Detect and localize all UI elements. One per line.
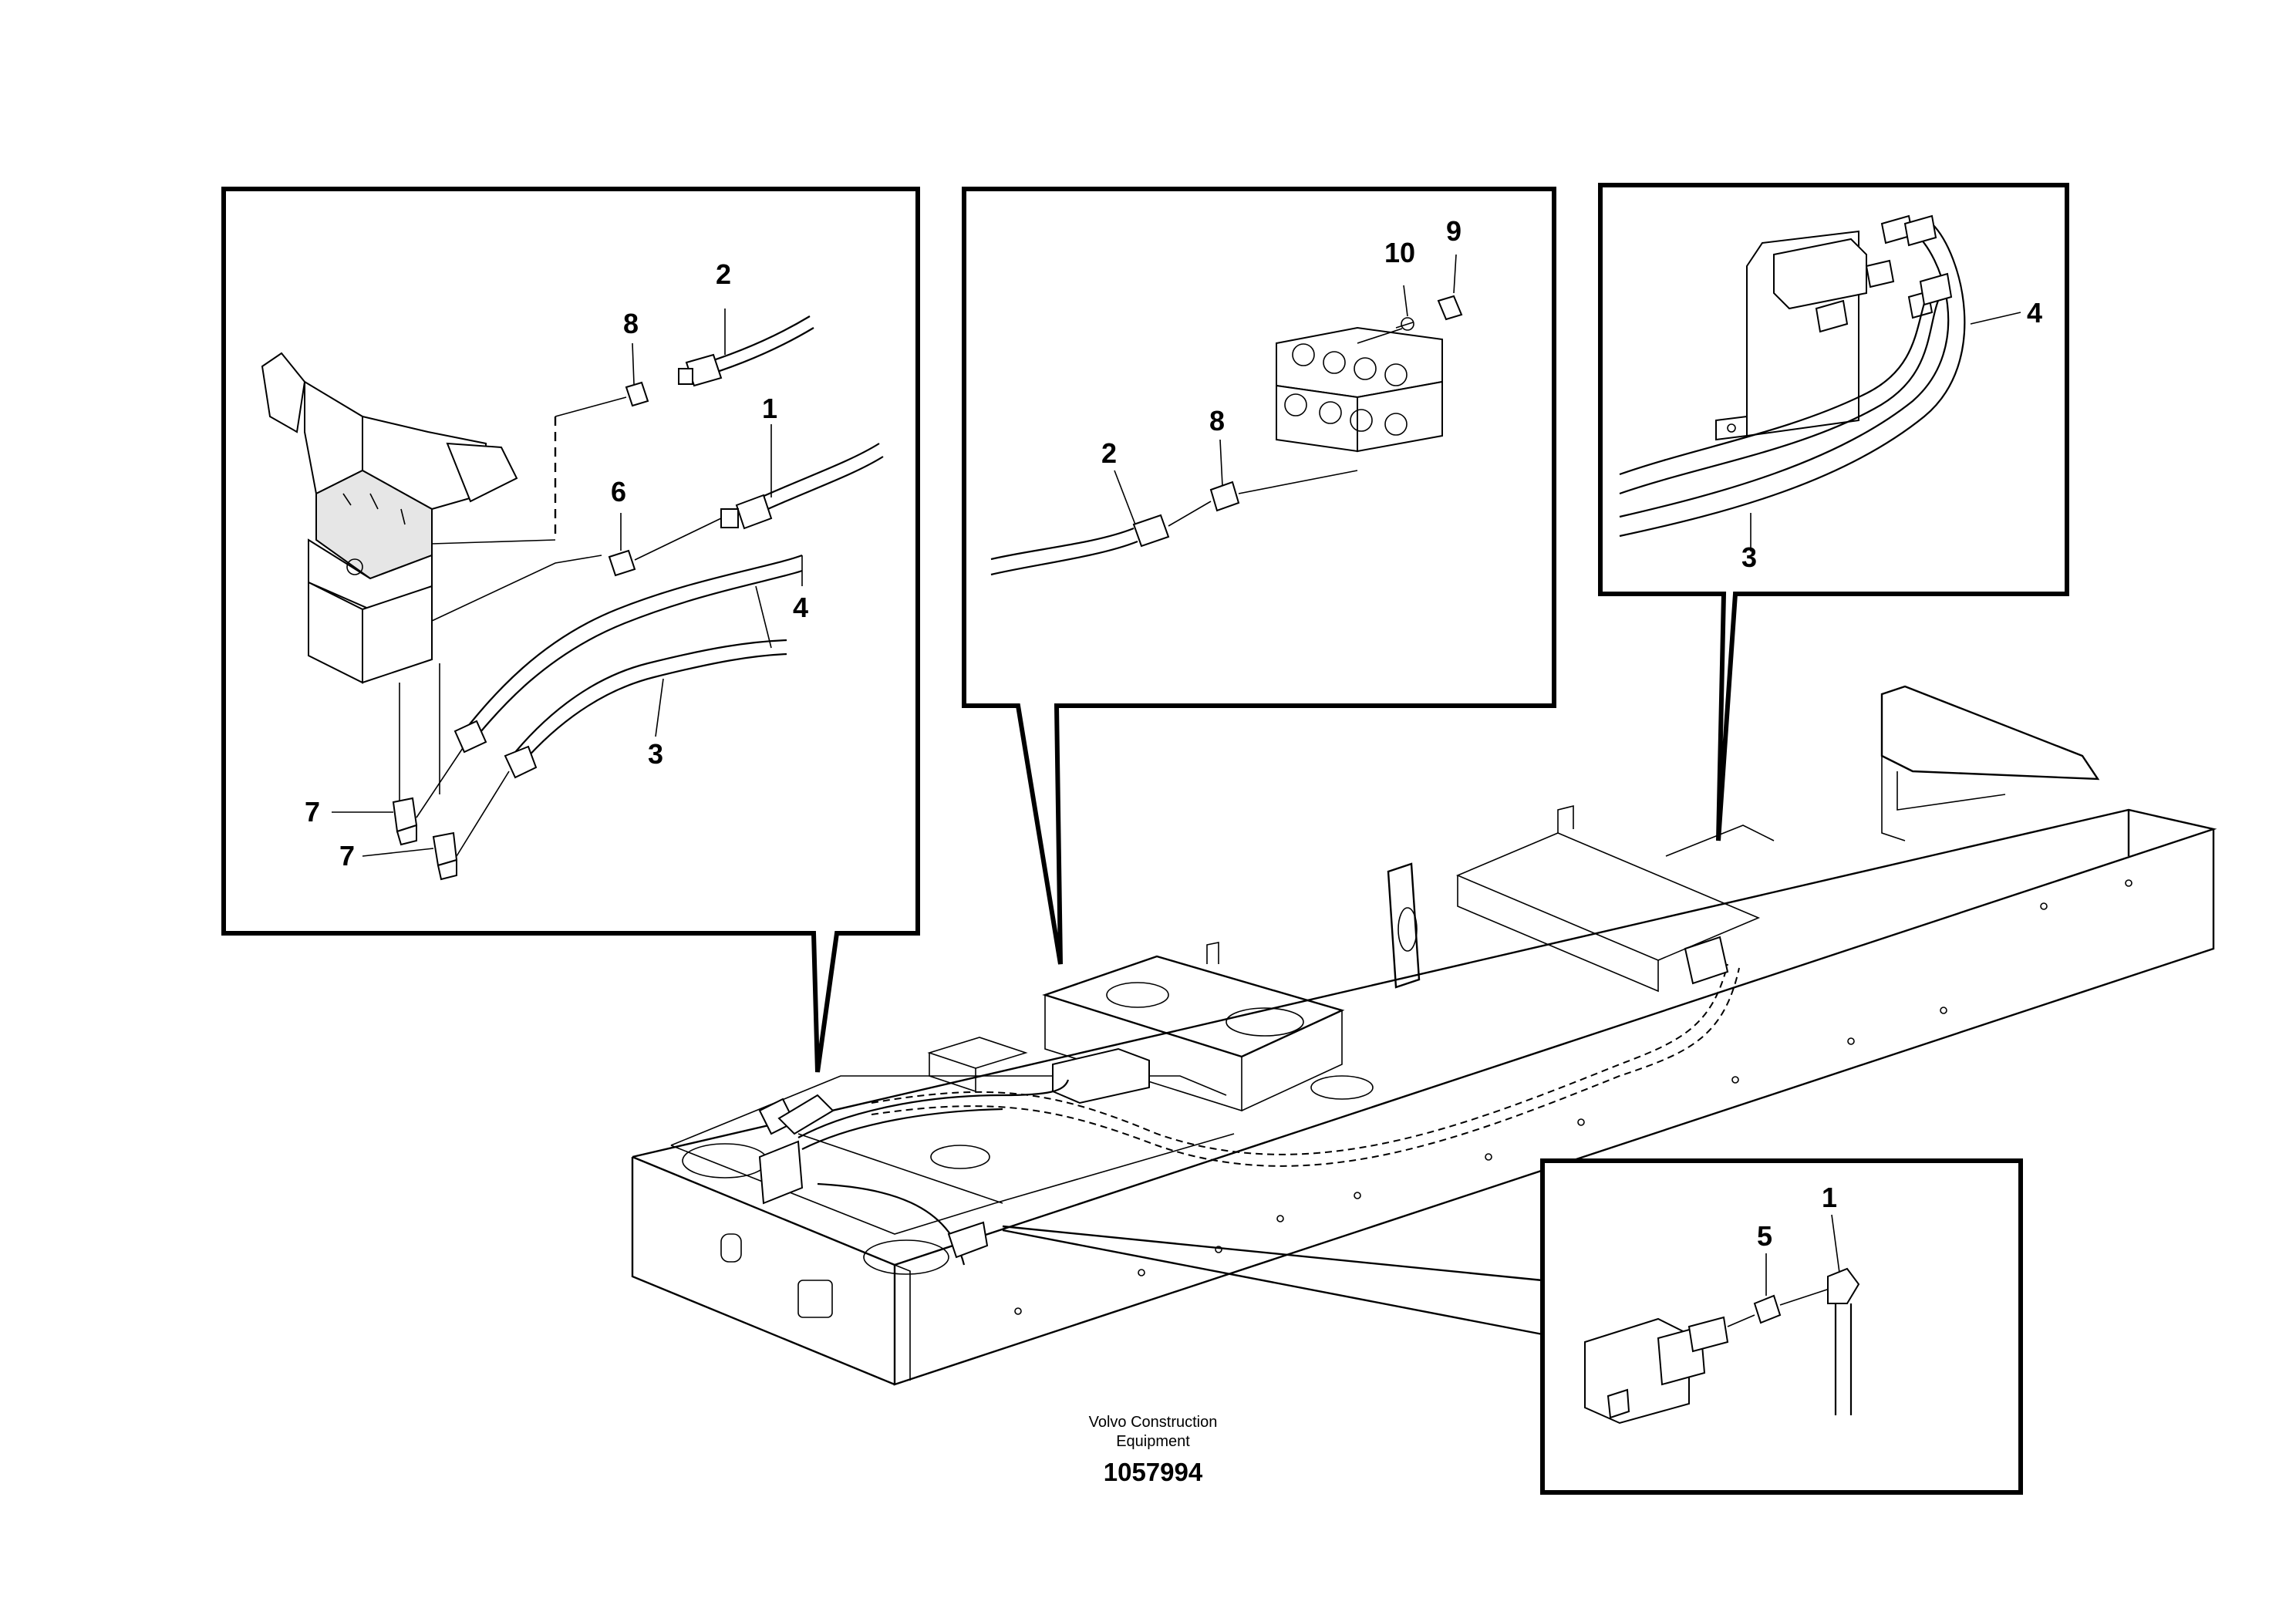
callout-2-b: 2 (1101, 437, 1117, 469)
callout-5-d: 5 (1757, 1220, 1772, 1252)
callout-7-a-lower: 7 (339, 840, 355, 872)
detail-panel-pedal-valve (221, 187, 920, 1073)
callout-6-a: 6 (611, 476, 626, 508)
valve-block-ports (1284, 343, 1408, 436)
drawing-number: 1057994 (1104, 1458, 1203, 1486)
drawing-footer: Volvo Construction Equipment 1057994 (1089, 1414, 1218, 1486)
credit-line-2: Equipment (1116, 1433, 1190, 1450)
credit-line-1: Volvo Construction (1089, 1414, 1218, 1431)
callout-3-c: 3 (1741, 541, 1757, 573)
callout-2-a: 2 (716, 258, 731, 290)
callouts-panel-c: 4 3 (1741, 297, 2042, 573)
callout-7-a-upper: 7 (305, 796, 320, 828)
callout-3-a: 3 (648, 738, 663, 770)
callout-9-b: 9 (1446, 215, 1462, 247)
detail-panel-rear-block (1598, 183, 2069, 841)
callout-1-a: 1 (762, 393, 777, 424)
frame-bolt-holes (1014, 879, 2132, 1315)
detail-panel-brake-valve (1540, 1158, 2023, 1495)
main-frame-assembly (631, 685, 2217, 1386)
callout-8-a: 8 (623, 308, 639, 339)
callout-4-c: 4 (2027, 297, 2042, 329)
callout-10-b: 10 (1384, 237, 1415, 268)
callouts-panel-a: 2 8 1 6 4 3 7 7 (305, 258, 808, 872)
callouts-panel-b: 10 9 8 2 (1101, 215, 1462, 469)
detail-panel-valve-block (962, 187, 1556, 965)
callouts-panel-d: 1 5 (1757, 1182, 1837, 1252)
callout-8-b: 8 (1209, 405, 1225, 437)
callout-4-a: 4 (793, 592, 808, 623)
callout-1-d: 1 (1822, 1182, 1837, 1213)
